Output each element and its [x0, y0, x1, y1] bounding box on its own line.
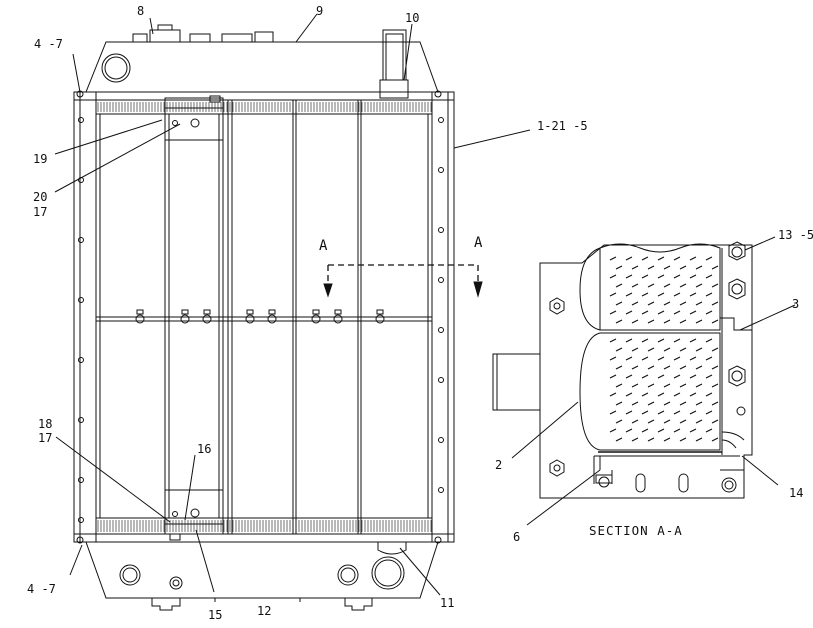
section-lower-core	[579, 332, 721, 451]
vent-fitting	[379, 79, 409, 99]
section-frame	[539, 244, 753, 499]
callout-20: 20	[33, 190, 48, 204]
top-bracket	[164, 97, 224, 141]
callout-17-top: 17	[33, 205, 48, 219]
middle-cross-bar	[95, 316, 433, 322]
radiator-front-view	[73, 24, 483, 611]
callout-1-21-5: 1-21 -5	[537, 119, 588, 133]
callout-16: 16	[197, 442, 212, 456]
callout-17-bottom: 17	[38, 431, 53, 445]
callout-18: 18	[38, 417, 53, 431]
bottom-tank	[85, 541, 439, 599]
mount-foot-left	[151, 598, 181, 611]
left-side-channel	[73, 91, 97, 543]
top-header-plate	[73, 91, 455, 101]
callout-14: 14	[789, 486, 804, 500]
callout-19: 19	[33, 152, 48, 166]
cross-bar-bolts	[135, 309, 385, 324]
section-arrow-right	[473, 281, 483, 298]
callout-4-7-bottom: 4 -7	[27, 582, 56, 596]
bottom-fin-band	[95, 517, 433, 535]
callout-3: 3	[792, 297, 800, 311]
section-pipe-stub	[492, 353, 541, 411]
section-upper-core	[599, 243, 721, 331]
callout-13-5: 13 -5	[778, 228, 813, 242]
right-side-channel	[431, 91, 455, 543]
bottom-bracket	[164, 489, 224, 535]
callout-15: 15	[208, 608, 223, 622]
callout-9: 9	[316, 4, 324, 18]
callout-6: 6	[513, 530, 521, 544]
center-support-strap	[164, 113, 224, 519]
section-title: SECTION A-A	[589, 523, 683, 538]
top-tank	[85, 41, 439, 93]
section-letter-right: A	[474, 235, 483, 251]
leader-lines	[54, 13, 796, 599]
callout-10: 10	[405, 11, 420, 25]
callout-8: 8	[137, 4, 145, 18]
section-letter-left: A	[319, 238, 328, 254]
bottom-header-plate	[73, 533, 455, 543]
top-tank-port	[101, 53, 131, 83]
mount-foot-right	[344, 598, 373, 611]
top-fin-band	[95, 99, 433, 115]
filler-neck	[149, 29, 181, 43]
section-a-a-view	[492, 241, 753, 499]
section-arrow-left	[323, 283, 333, 298]
callout-4-7-top: 4 -7	[34, 37, 63, 51]
bottom-outlet	[371, 556, 405, 590]
callout-12: 12	[257, 604, 272, 618]
callout-2: 2	[495, 458, 503, 472]
callout-11: 11	[440, 596, 455, 610]
side-channel-holes	[78, 117, 444, 523]
